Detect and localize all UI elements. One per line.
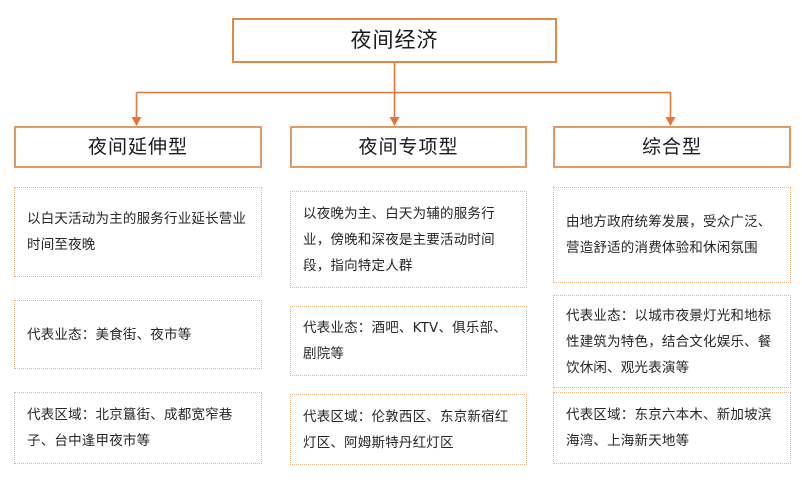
category-header-night-specialized: 夜间专项型	[290, 126, 527, 168]
card-text: 代表区域：北京簋街、成都宽窄巷子、台中逢甲夜市等	[27, 407, 233, 449]
card-text: 以白天活动为主的服务行业延长营业时间至夜晚	[27, 211, 247, 253]
card-areas-col-1: 代表区域：伦敦西区、东京新宿红灯区、阿姆斯特丹红灯区	[290, 394, 527, 465]
card-text: 代表业态：以城市夜景灯光和地标性建筑为特色，结合文化娱乐、餐饮休闲、观光表演等	[566, 307, 772, 376]
arrow-head-col-0	[131, 117, 142, 126]
card-definition-col-0: 以白天活动为主的服务行业延长营业时间至夜晚	[14, 187, 262, 277]
arrow-head-col-2	[665, 117, 676, 126]
card-definition-col-2: 由地方政府统筹发展，受众广泛、营造舒适的消费体验和休闲氛围	[553, 187, 791, 283]
arrow-head-col-1	[389, 117, 400, 126]
category-header-comprehensive: 综合型	[553, 126, 791, 168]
card-text: 代表业态：美食街、夜市等	[27, 326, 192, 343]
card-text: 由地方政府统筹发展，受众广泛、营造舒适的消费体验和休闲氛围	[566, 214, 772, 256]
card-text: 以夜晚为主、白天为辅的服务行业，傍晚和深夜是主要活动时间段，指向特定人群	[303, 205, 495, 274]
card-areas-col-0: 代表区域：北京簋街、成都宽窄巷子、台中逢甲夜市等	[14, 392, 262, 464]
category-header-label: 夜间延伸型	[87, 135, 188, 158]
root-node-night-economy: 夜间经济	[232, 18, 557, 63]
card-areas-col-2: 代表区域：东京六本木、新加坡滨海湾、上海新天地等	[553, 392, 791, 464]
card-text: 代表区域：伦敦西区、东京新宿红灯区、阿姆斯特丹红灯区	[303, 408, 509, 451]
card-text: 代表区域：东京六本木、新加坡滨海湾、上海新天地等	[566, 407, 772, 449]
card-formats-col-2: 代表业态：以城市夜景灯光和地标性建筑为特色，结合文化娱乐、餐饮休闲、观光表演等	[553, 295, 791, 388]
root-node-label: 夜间经济	[350, 28, 439, 52]
category-header-night-extension: 夜间延伸型	[14, 126, 262, 168]
card-definition-col-1: 以夜晚为主、白天为辅的服务行业，傍晚和深夜是主要活动时间段，指向特定人群	[290, 191, 527, 288]
card-formats-col-0: 代表业态：美食街、夜市等	[14, 300, 262, 369]
card-text: 代表业态：酒吧、KTV、俱乐部、剧院等	[303, 320, 507, 362]
category-header-label: 夜间专项型	[358, 135, 459, 158]
category-header-label: 综合型	[641, 135, 702, 158]
card-formats-col-1: 代表业态：酒吧、KTV、俱乐部、剧院等	[290, 306, 527, 376]
